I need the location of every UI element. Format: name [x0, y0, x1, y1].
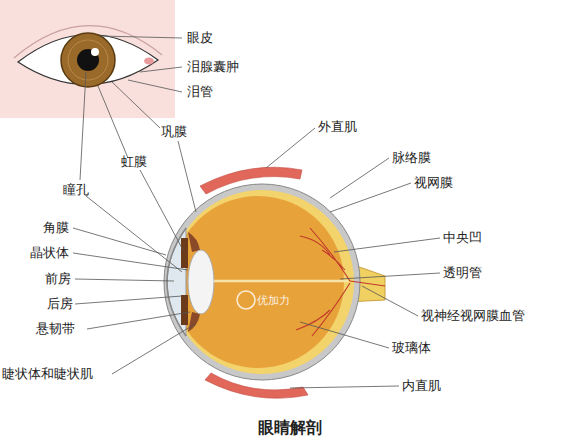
part-label: 晶状体: [30, 245, 69, 261]
part-label: 眼皮: [187, 30, 213, 46]
part-label: 睫状体和睫状肌: [2, 366, 93, 382]
part-label: 外直肌: [318, 119, 357, 135]
part-label: 视网膜: [414, 175, 453, 191]
part-label: 泪腺囊肿: [187, 59, 239, 75]
part-label: 中央凹: [443, 230, 482, 246]
part-label: 前房: [45, 271, 71, 287]
watermark: 优加力: [257, 293, 290, 309]
part-label: 巩膜: [161, 124, 187, 140]
part-label: 角膜: [43, 220, 69, 236]
part-label: 视神经视网膜血管: [421, 308, 525, 324]
part-label: 瞳孔: [63, 182, 89, 198]
part-label: 透明管: [443, 265, 482, 281]
part-label: 泪管: [187, 84, 213, 100]
part-label: 玻璃体: [392, 340, 431, 356]
title: 眼睛解剖: [258, 418, 322, 439]
part-label: 内直肌: [402, 378, 441, 394]
part-label: 悬韧带: [36, 321, 75, 337]
part-label: 后房: [47, 296, 73, 312]
part-label: 脉络膜: [392, 150, 431, 166]
part-label: 虹膜: [121, 154, 147, 170]
